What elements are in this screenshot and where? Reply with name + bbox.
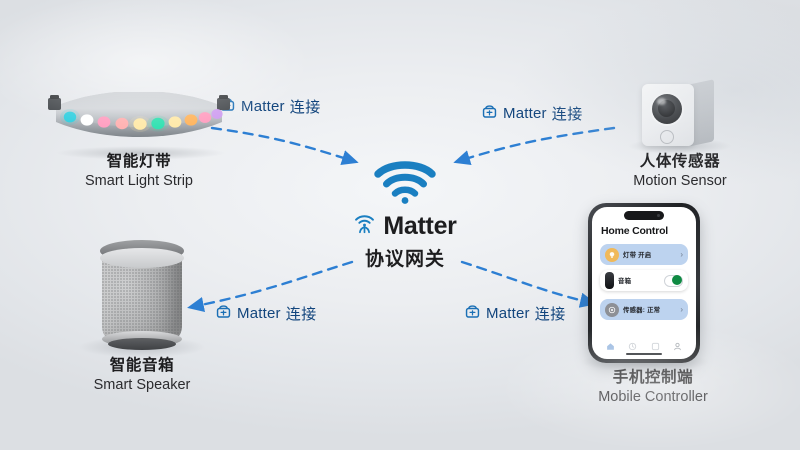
matter-hub-icon bbox=[464, 303, 481, 324]
edge-label-text: Matter bbox=[486, 305, 530, 322]
device-name-en: Smart Light Strip bbox=[85, 173, 193, 190]
phone-row-sensor[interactable]: 传感器: 正常 › bbox=[600, 299, 688, 320]
phone-notch bbox=[624, 211, 664, 220]
phone-bottom-nav[interactable] bbox=[592, 334, 696, 350]
led-light-strip-icon bbox=[44, 91, 234, 154]
device-name-en: Motion Sensor bbox=[633, 173, 727, 190]
square-icon[interactable] bbox=[651, 338, 660, 350]
bulb-icon bbox=[605, 247, 619, 262]
phone-row-light[interactable]: 灯带 开启 › bbox=[600, 244, 688, 265]
speaker-toggle[interactable] bbox=[664, 274, 683, 287]
edge-label-light-to-hub: Matter 连接 bbox=[219, 96, 321, 117]
motion-sensor-icon bbox=[632, 76, 728, 154]
sensor-lens-highlight bbox=[657, 98, 666, 105]
device-name-cn: 手机控制端 bbox=[612, 369, 694, 386]
edge-label-text: Matter bbox=[237, 305, 281, 322]
device-name-cn: 人体传感器 bbox=[639, 153, 721, 170]
edge-label-hub-to-mobile: Matter 连接 bbox=[464, 303, 566, 324]
device-name-en: Smart Speaker bbox=[93, 377, 191, 394]
matter-gateway-hub: Matter 协议网关 bbox=[300, 158, 510, 271]
wifi-icon bbox=[300, 158, 510, 204]
phone-home-indicator bbox=[626, 352, 662, 355]
device-name-cn: 智能灯带 bbox=[106, 153, 172, 170]
smart-speaker-icon bbox=[88, 232, 196, 350]
phone-row-label: 灯带 开启 bbox=[623, 252, 652, 259]
matter-hub-icon bbox=[215, 303, 232, 324]
device-name-en: Mobile Controller bbox=[598, 389, 708, 406]
edge-label-text-cn: 连接 bbox=[285, 306, 317, 323]
hub-subtitle: 协议网关 bbox=[364, 249, 445, 270]
link-sensor-to-hub bbox=[453, 126, 616, 166]
person-icon[interactable] bbox=[673, 338, 682, 350]
link-light-to-hub bbox=[210, 126, 359, 165]
chevron-right-icon[interactable]: › bbox=[680, 305, 683, 314]
edge-label-text: Matter bbox=[503, 105, 547, 122]
phone-row-speaker[interactable]: 音箱 bbox=[600, 270, 688, 291]
home-icon[interactable] bbox=[606, 338, 615, 350]
device-name-cn: 智能音箱 bbox=[109, 357, 175, 374]
phone-row-label: 传感器: 正常 bbox=[623, 307, 661, 314]
mobile-phone-icon[interactable]: Home Control 灯带 开启 › 音箱 bbox=[588, 203, 700, 363]
matter-logo-icon bbox=[353, 212, 376, 240]
hub-title-row: Matter bbox=[300, 212, 510, 240]
speaker-foot bbox=[108, 338, 176, 350]
link-hub-to-speaker bbox=[187, 260, 354, 312]
chevron-right-icon[interactable]: › bbox=[680, 250, 683, 259]
edge-label-text-cn: 连接 bbox=[551, 106, 583, 123]
caption-motion-sensor: 人体传感器 Motion Sensor bbox=[550, 152, 800, 191]
edge-label-text-cn: 连接 bbox=[289, 99, 321, 116]
edge-label-text-cn: 连接 bbox=[534, 306, 566, 323]
edge-label-sensor-to-hub: Matter 连接 bbox=[481, 103, 583, 124]
sensor-button bbox=[660, 130, 674, 144]
caption-mobile-controller: 手机控制端 Mobile Controller bbox=[523, 368, 783, 407]
speaker-top-ring bbox=[100, 248, 184, 268]
edge-label-text: Matter bbox=[241, 98, 285, 115]
caption-speaker: 智能音箱 Smart Speaker bbox=[12, 356, 272, 395]
phone-row-label: 音箱 bbox=[618, 278, 632, 285]
speaker-icon bbox=[605, 272, 614, 289]
sensor-icon bbox=[605, 302, 619, 317]
phone-screen[interactable]: Home Control 灯带 开启 › 音箱 bbox=[592, 207, 696, 359]
caption-light-strip: 智能灯带 Smart Light Strip bbox=[9, 152, 269, 191]
hub-name: Matter bbox=[383, 211, 457, 240]
clock-icon[interactable] bbox=[628, 338, 637, 350]
phone-app-title: Home Control bbox=[601, 225, 669, 237]
edge-label-hub-to-speaker: Matter 连接 bbox=[215, 303, 317, 324]
link-hub-to-mobile bbox=[460, 260, 597, 308]
matter-hub-icon bbox=[481, 103, 498, 124]
